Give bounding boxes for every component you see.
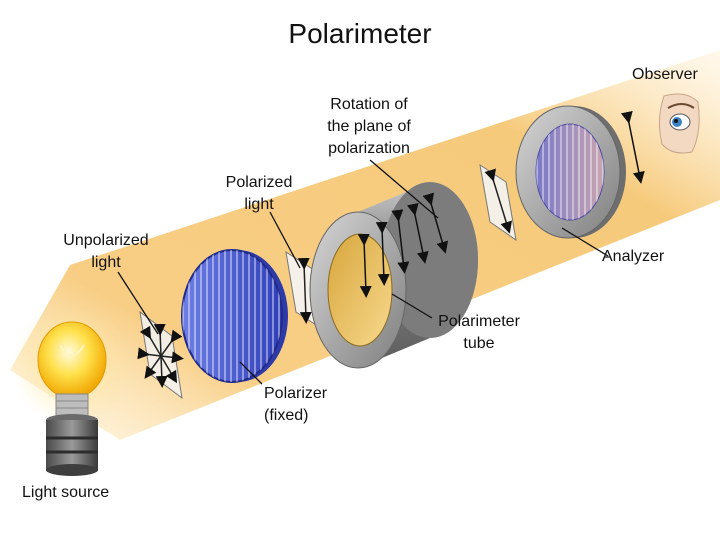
label-polarizer: Polarizer (fixed)	[264, 385, 328, 424]
unpolarized-light-plane	[137, 310, 184, 400]
polarizer-pointer	[239, 361, 263, 385]
label-polarimeter-tube: Polarimeter tube	[438, 313, 520, 352]
label-rotation: Rotation of the plane of polarization	[327, 96, 411, 157]
observer-eye-icon	[658, 93, 700, 154]
label-unpolarized-light: Unpolarized light	[63, 232, 149, 271]
analyzer-pointer	[561, 227, 609, 257]
label-polarized-light: Polarized light	[225, 174, 293, 213]
polarizer-disc	[181, 249, 288, 383]
light-source-bulb	[37, 321, 107, 476]
pointer-lines	[117, 159, 609, 385]
label-observer: Observer	[632, 66, 698, 83]
polarimeter-tube	[309, 182, 478, 369]
polarized-pointer	[269, 211, 301, 269]
label-analyzer: Analyzer	[602, 248, 665, 265]
tube-pointer	[391, 293, 433, 319]
diagram-title: Polarimeter	[288, 18, 432, 49]
unpolarized-pointer	[117, 271, 159, 335]
rotated-light-plane	[479, 163, 517, 242]
rotation-pointer	[369, 159, 439, 219]
label-light-source: Light source	[22, 484, 110, 501]
analyzer-disc	[515, 105, 645, 239]
